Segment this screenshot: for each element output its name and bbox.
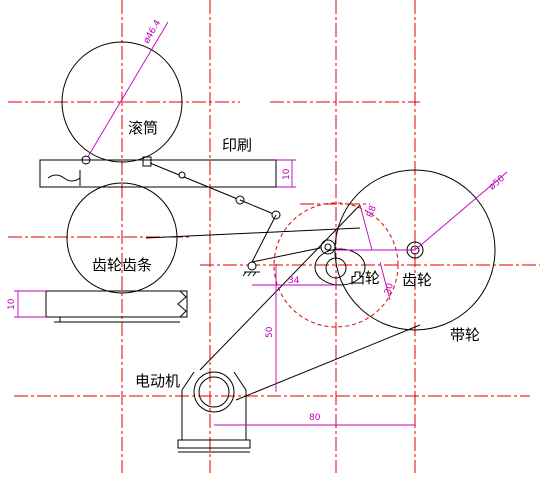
cam-label: 凸轮 (350, 269, 380, 287)
rack-link (145, 227, 361, 239)
belt-wheel-circle (334, 169, 496, 331)
centerlines (8, 0, 540, 473)
plate-thickness-label: 10 (282, 168, 292, 180)
cam-follower-inner (324, 243, 332, 251)
motor-label: 电动机 (135, 372, 180, 390)
roller-circle (61, 41, 183, 163)
motor-pulley-outer (193, 371, 235, 413)
belt-line-lower (235, 324, 421, 401)
rocker-ground (242, 271, 260, 277)
cam-30-label: 30 (383, 282, 396, 296)
cam-trace-circle (273, 202, 399, 328)
belt-line-upper (199, 204, 361, 371)
motor-housing (181, 371, 247, 441)
print-plate (39, 159, 277, 188)
cam-hub (325, 257, 347, 279)
motor-base (177, 439, 251, 449)
dim-50-label: 50 (265, 326, 275, 338)
roller-label: 滚筒 (128, 119, 158, 137)
base-thickness-label: 10 (7, 298, 17, 310)
rocker-arm (251, 214, 277, 263)
link-arm (239, 199, 277, 216)
belt-diameter-label: ø50 (488, 174, 508, 193)
roller-diameter-label: ø46.4 (142, 18, 164, 45)
plate-spring (47, 174, 81, 182)
base-hatch (54, 317, 180, 323)
printing-label: 印刷 (222, 136, 252, 154)
roller-diameter-line (85, 21, 169, 161)
plate-link (149, 162, 241, 201)
cam-radius-label: R8 (365, 204, 379, 219)
gear-circle (66, 182, 178, 294)
belt-wheel-label: 带轮 (450, 326, 480, 344)
dim-80-label: 80 (309, 413, 321, 423)
rack-base (45, 290, 188, 318)
motor-pulley-inner (198, 376, 230, 408)
gear-label: 齿轮 (402, 271, 432, 289)
dim-34-label: 34 (288, 276, 300, 286)
cam-radius-line (359, 204, 373, 251)
cam-30-line (379, 261, 391, 301)
cam-profile (314, 248, 366, 286)
link-joint-1 (178, 171, 186, 179)
belt-diameter-line (414, 171, 508, 251)
plate-slider (142, 156, 152, 167)
rocker-pivot (247, 261, 257, 271)
rack-break (177, 290, 187, 318)
gear-rack-label: 齿轮齿条 (92, 256, 152, 274)
